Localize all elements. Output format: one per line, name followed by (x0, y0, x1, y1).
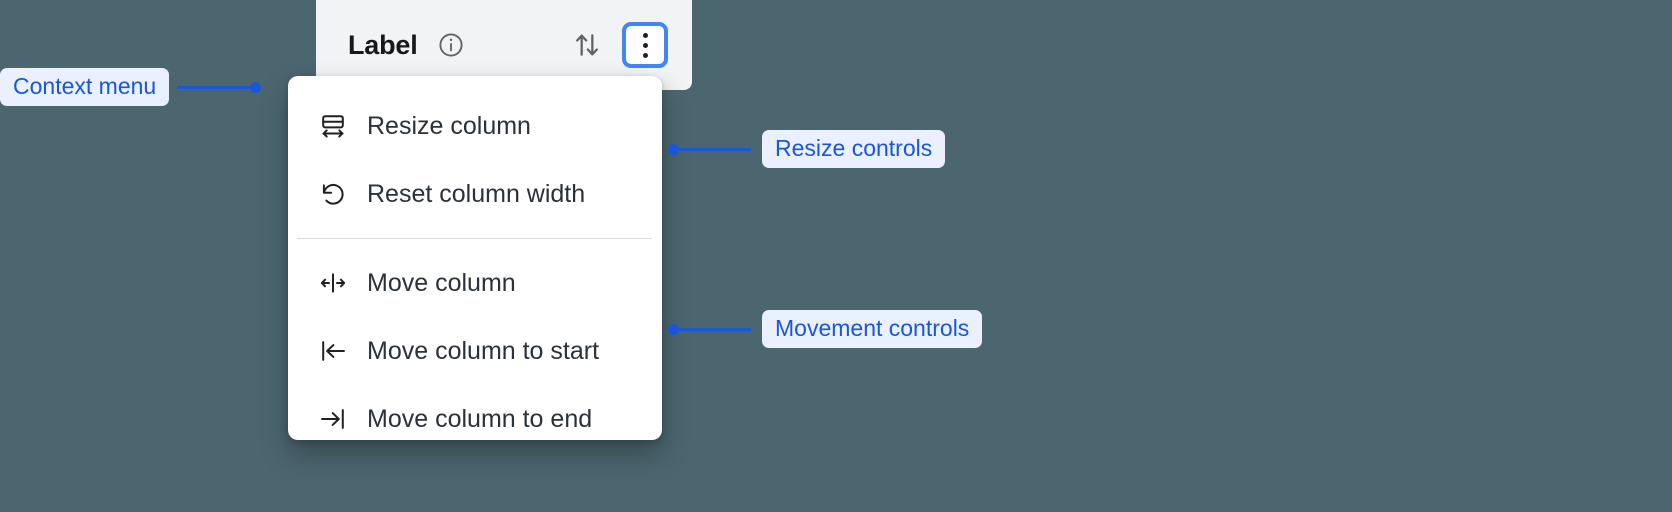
menu-item-move-column-to-start[interactable]: Move column to start (288, 317, 662, 385)
annotation-dot (250, 81, 262, 93)
column-context-menu: Resize column Reset column width Move co… (288, 76, 662, 440)
move-column-icon (318, 268, 348, 298)
column-menu-button[interactable] (622, 22, 668, 68)
column-header-label: Label (348, 29, 418, 60)
annotation-label: Context menu (0, 67, 170, 107)
menu-item-reset-column-width[interactable]: Reset column width (288, 160, 662, 228)
annotation-label: Resize controls (762, 129, 946, 169)
menu-item-label: Reset column width (367, 179, 586, 208)
menu-item-label: Move column (367, 268, 516, 297)
menu-item-label: Resize column (367, 111, 531, 140)
sort-up-down-icon[interactable] (570, 28, 604, 62)
menu-item-resize-column[interactable]: Resize column (288, 92, 662, 160)
menu-item-move-column[interactable]: Move column (288, 249, 662, 317)
annotation-dot (668, 143, 679, 155)
annotation-leader-line (679, 147, 751, 151)
annotation-leader-line (177, 85, 251, 89)
annotation-dot (668, 323, 679, 335)
menu-divider (297, 238, 652, 239)
menu-item-label: Move column to start (367, 336, 600, 365)
annotation-context-menu: Context menu (0, 67, 262, 107)
column-header-panel: Label (316, 0, 692, 90)
kebab-vertical-icon (642, 32, 648, 58)
annotation-resize-controls: Resize controls (668, 129, 946, 169)
move-to-end-icon (318, 404, 348, 434)
menu-item-label: Move column to end (367, 404, 593, 433)
menu-item-move-column-to-end[interactable]: Move column to end (288, 385, 662, 453)
resize-column-icon (318, 111, 348, 141)
info-circle-icon[interactable] (436, 30, 466, 60)
annotation-label: Movement controls (762, 309, 983, 349)
annotation-movement-controls: Movement controls (668, 309, 983, 349)
reset-undo-icon (318, 179, 348, 209)
annotation-leader-line (679, 327, 751, 331)
move-to-start-icon (318, 336, 348, 366)
